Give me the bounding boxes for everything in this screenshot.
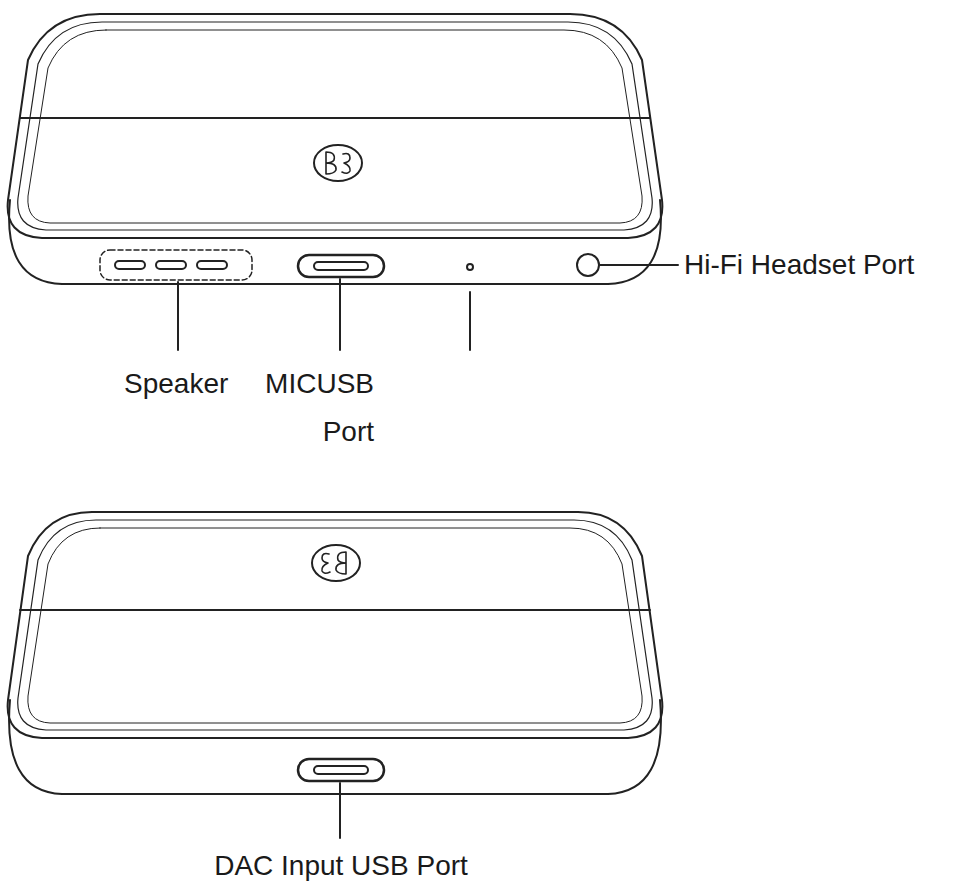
port-label: DAC Input USB Port	[214, 842, 468, 890]
part-label: Speaker	[124, 360, 228, 408]
device-top-view	[8, 14, 678, 350]
device-bottom-view	[8, 512, 663, 838]
port-label: MICUSB Port	[265, 360, 374, 456]
port-label: Hi-Fi Headset Port	[684, 241, 914, 289]
